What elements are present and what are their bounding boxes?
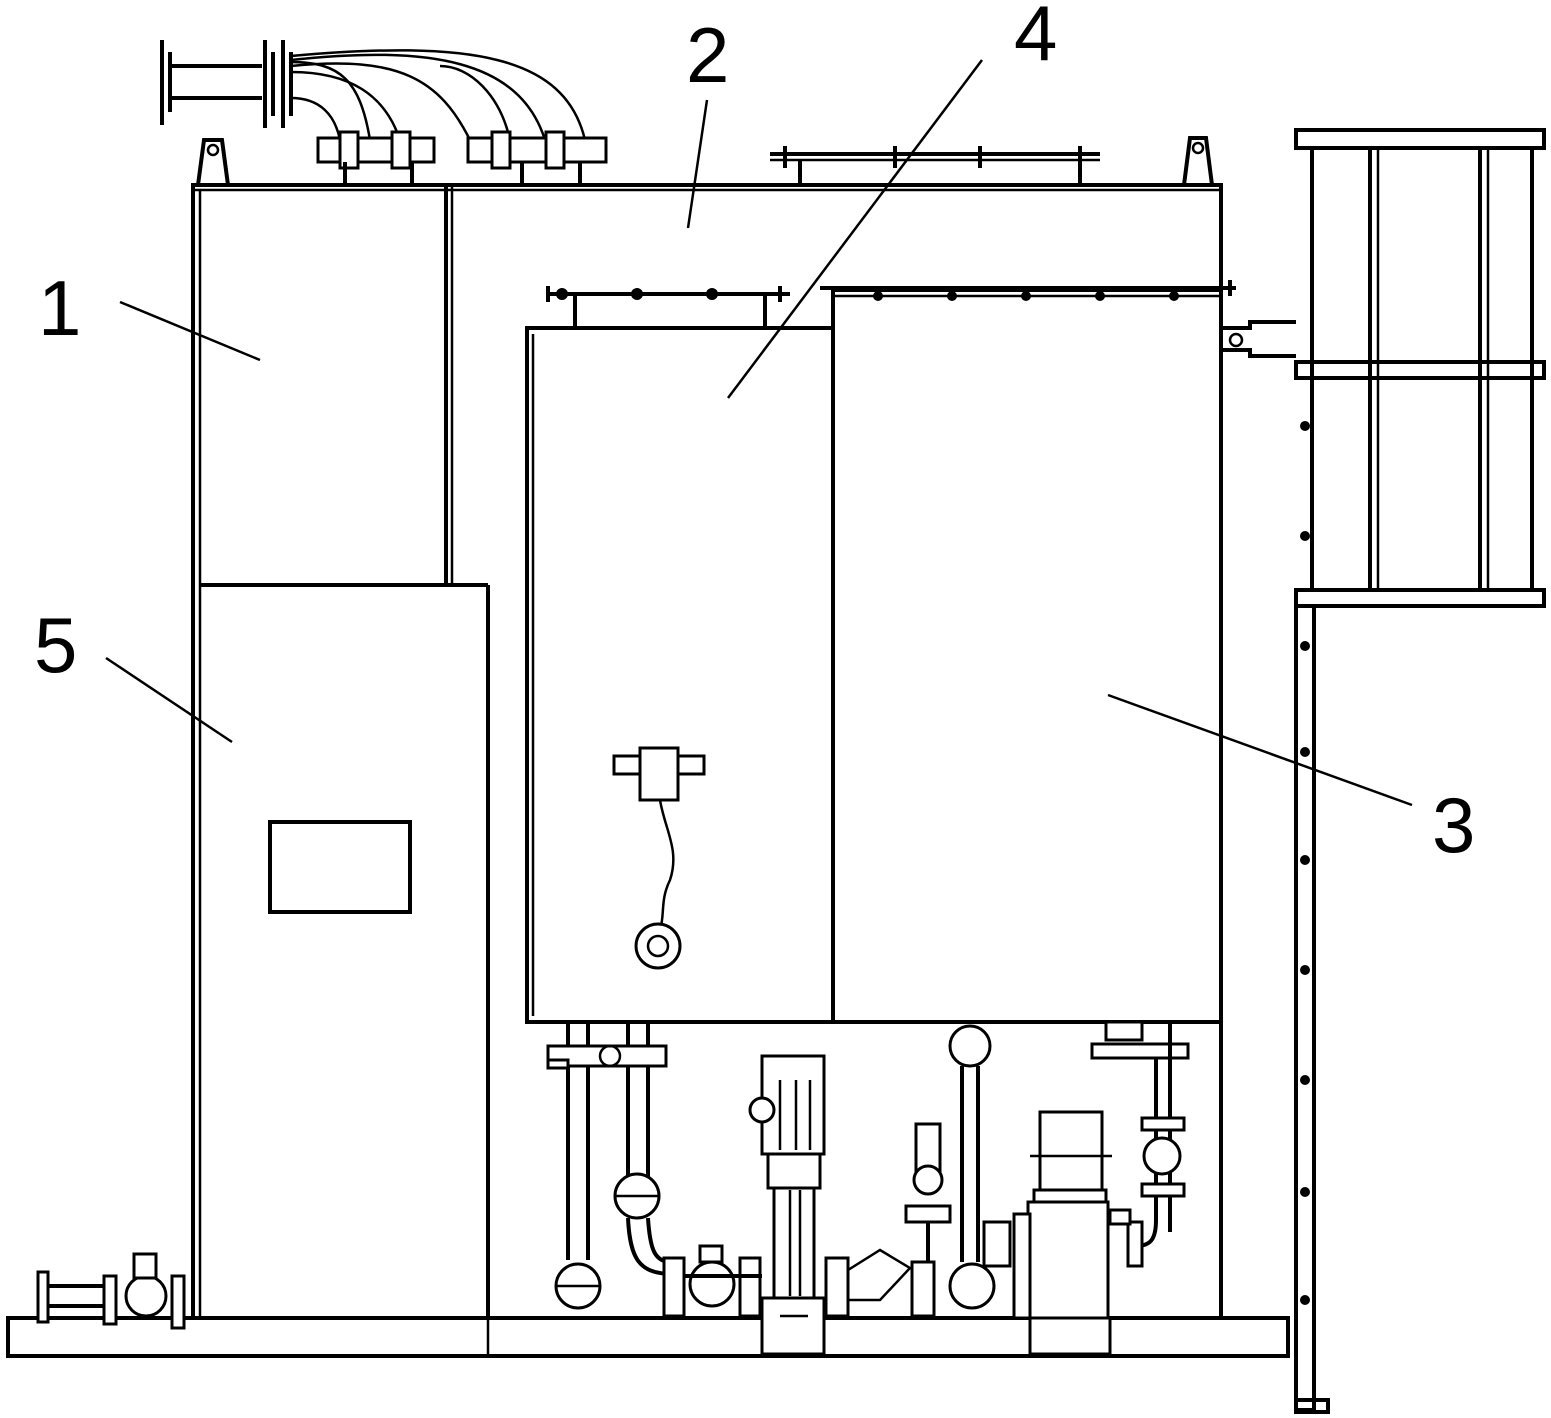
valve-5 (948, 1024, 992, 1068)
top-piping (160, 40, 1100, 185)
valve-4 (948, 1262, 996, 1310)
control-panel-window (268, 820, 412, 914)
compartment-5 (268, 585, 490, 1318)
level-gauge (612, 746, 706, 970)
callout-3: 3 (1432, 781, 1475, 869)
vertical-pump (748, 1054, 826, 1356)
valve-1 (613, 1172, 661, 1220)
valve-2 (554, 1262, 602, 1310)
compartment-1 (200, 185, 488, 587)
callout-1: 1 (38, 264, 81, 352)
tank-4 (525, 286, 835, 1024)
leader-5 (105, 656, 233, 744)
callout-2: 2 (686, 11, 729, 99)
leader-4 (727, 59, 983, 399)
callout-leaders (105, 59, 1413, 807)
lifting-lugs (196, 136, 1214, 186)
drain-valve (36, 1252, 186, 1330)
leader-2 (686, 99, 709, 229)
valve-3 (688, 1244, 736, 1308)
motor-pump (1012, 1110, 1112, 1356)
tank-3 (820, 280, 1236, 1024)
leader-3 (1107, 693, 1413, 807)
relief-valve (904, 1122, 952, 1262)
callout-labels: 1 2 3 4 5 (34, 0, 1475, 869)
valve-6 (1142, 1136, 1182, 1176)
callout-5: 5 (34, 601, 77, 689)
ladder-platform (1221, 128, 1546, 1414)
bottom-piping (36, 1020, 1190, 1356)
leader-1 (119, 300, 261, 362)
main-housing (191, 183, 1223, 1320)
callout-4: 4 (1014, 0, 1057, 77)
